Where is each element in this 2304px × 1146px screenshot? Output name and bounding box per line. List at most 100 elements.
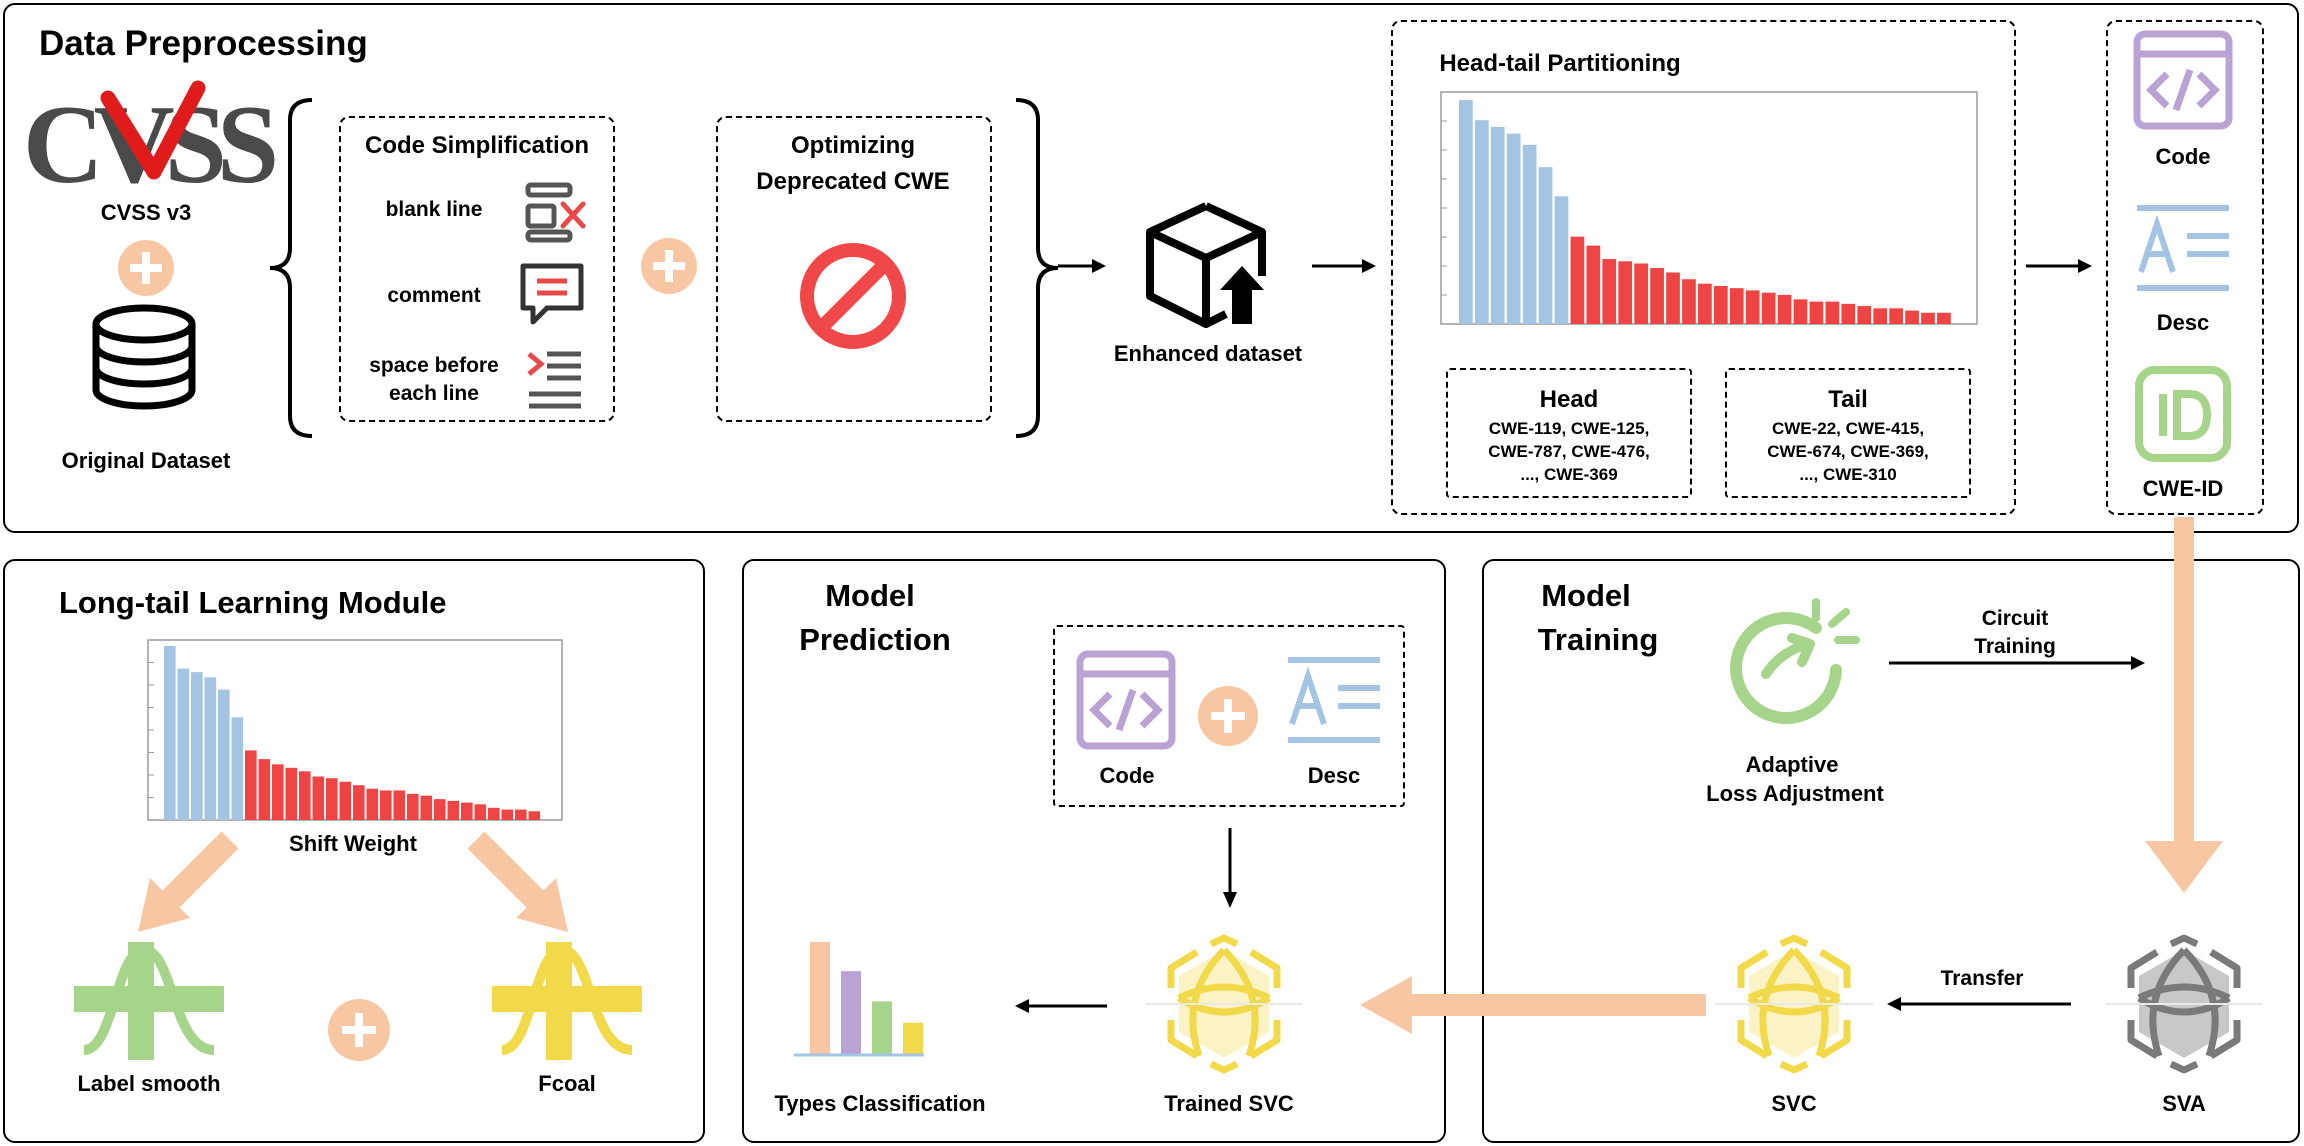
database-icon [92, 304, 196, 410]
tail-bar [1650, 268, 1664, 324]
tail-bar [1586, 245, 1601, 324]
head-line: ..., CWE-369 [1520, 465, 1618, 484]
indent-icon [527, 351, 581, 409]
type-bar [810, 942, 830, 1054]
tail-bar [272, 764, 284, 820]
tail-bar [528, 811, 541, 820]
tail-bar [1777, 294, 1792, 324]
shift-weight-label: Shift Weight [289, 831, 417, 856]
big-arrow-left [1360, 976, 1706, 1034]
label-smooth-icon [74, 942, 224, 1060]
code-icon [1076, 650, 1176, 750]
tail-bar [1713, 285, 1728, 324]
head-bar [177, 668, 190, 820]
head-bar [1474, 120, 1489, 324]
fields-box [2106, 20, 2264, 515]
tail-bar [420, 795, 433, 820]
trained-svc-label: Trained SVC [1164, 1091, 1294, 1116]
arrow-right [1889, 656, 2145, 670]
transfer-label: Transfer [1940, 967, 2024, 990]
blank-line-label: blank line [385, 198, 483, 221]
tail-bar [393, 790, 406, 820]
tail-bar [285, 767, 298, 820]
tail-bar [1634, 263, 1648, 324]
head-bar [1522, 144, 1537, 324]
tail-bar [380, 790, 392, 820]
arrow-right [1058, 259, 1106, 273]
tail-bar [1729, 288, 1744, 324]
head-tail-box [1391, 20, 2016, 515]
head-bar [1538, 167, 1553, 324]
head-bar [191, 672, 203, 820]
desc-label: Desc [2156, 310, 2210, 335]
prediction-input-box [1053, 625, 1405, 807]
tail-bar [245, 750, 257, 820]
tail-bar [1905, 310, 1919, 324]
tail-bar [1761, 292, 1776, 324]
type-bar [872, 1001, 892, 1054]
tail-bar [1889, 308, 1903, 324]
cwe-id-label: CWE-ID [2142, 476, 2224, 501]
tail-bar [434, 799, 446, 820]
tail-bar [312, 776, 325, 820]
model-training-title-1: Model [1541, 578, 1631, 613]
each-line-label: each line [389, 382, 479, 405]
tail-bar [353, 785, 365, 820]
desc-label: Desc [1307, 763, 1361, 788]
tail-bar [1825, 301, 1840, 324]
tail-bar [1809, 301, 1824, 324]
label-smooth-label: Label smooth [77, 1071, 221, 1096]
tail-bar [299, 771, 311, 820]
tail-bar [501, 809, 514, 820]
tail-bar [1921, 312, 1935, 324]
desc-icon [1288, 657, 1380, 743]
optimizing-deprecated-box [716, 116, 992, 422]
code-simplification-title: Code Simplification [364, 132, 590, 159]
tail-bar [1793, 299, 1808, 324]
tail-bar [339, 781, 352, 820]
svc-label: SVC [1771, 1091, 1817, 1116]
id-icon [2135, 366, 2231, 462]
tail-title: Tail [1828, 386, 1868, 413]
plus-icon [1198, 686, 1258, 746]
right-brace [1015, 98, 1059, 438]
svc-icon [1715, 934, 1873, 1074]
head-bar [231, 717, 244, 820]
code-label: Code [1099, 763, 1155, 788]
original-dataset-label: Original Dataset [61, 448, 231, 473]
model-training-title-2: Training [1537, 622, 1659, 657]
trained-svc-icon [1145, 934, 1303, 1074]
fcoal-label: Fcoal [538, 1071, 596, 1096]
tail-bar [461, 802, 473, 820]
data-preprocessing-title: Data Preprocessing [39, 24, 368, 63]
big-arrow-down [2145, 517, 2223, 893]
tail-bar [366, 788, 379, 820]
tail-bar [474, 804, 487, 820]
tail-bar [447, 800, 460, 820]
arrow-right [1312, 259, 1376, 273]
code-label: Code [2155, 144, 2211, 169]
sva-label: SVA [2162, 1091, 2206, 1116]
optimizing-line1: Optimizing [791, 132, 915, 159]
plus-icon [641, 238, 697, 294]
comment-label: comment [387, 284, 481, 307]
tail-line: CWE-22, CWE-415, [1771, 419, 1925, 438]
adaptive-label-2: Loss Adjustment [1706, 781, 1884, 806]
type-bar [841, 971, 861, 1054]
tail-bar [1873, 308, 1888, 324]
tail-bar [488, 807, 500, 820]
cube-upload-icon [1146, 202, 1266, 328]
head-bar [1554, 196, 1569, 324]
tail-bar [1841, 303, 1856, 324]
tail-line: CWE-674, CWE-369, [1767, 442, 1929, 461]
desc-icon [2137, 205, 2229, 291]
head-line: CWE-787, CWE-476, [1488, 442, 1650, 461]
head-bar [204, 677, 217, 820]
sva-icon [2105, 934, 2263, 1074]
tail-bar [515, 809, 527, 820]
types-classification-bar-chart [794, 942, 924, 1057]
tail-bar [326, 778, 338, 820]
cvss-logo: CVSS [23, 80, 285, 207]
long-tail-title: Long-tail Learning Module [59, 585, 447, 620]
tail-bar [1682, 279, 1696, 324]
